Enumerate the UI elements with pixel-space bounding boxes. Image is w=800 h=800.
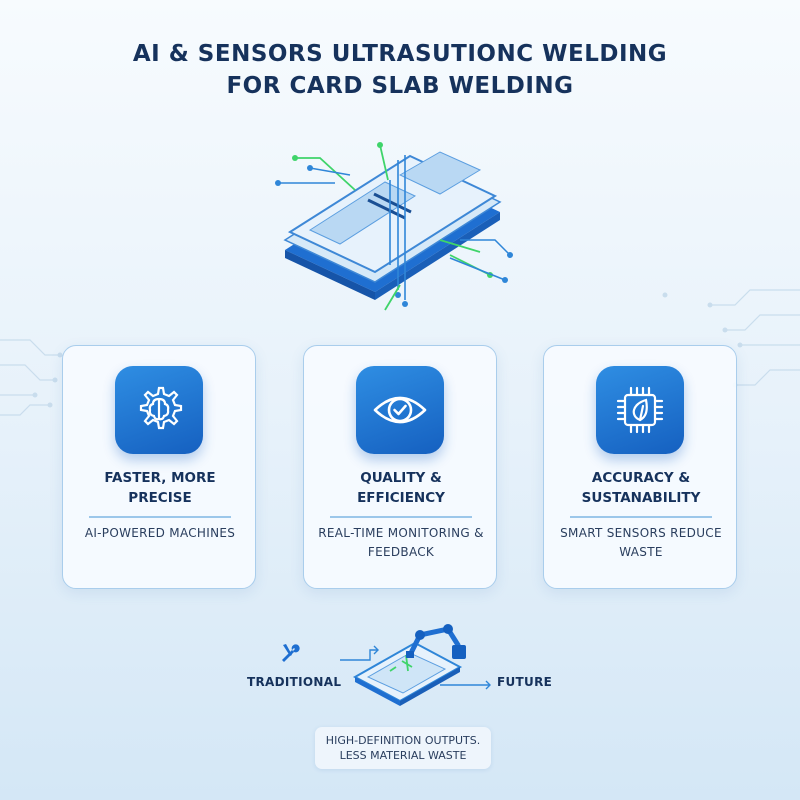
card-description: AI-POWERED MACHINES bbox=[84, 526, 236, 540]
card-description: REAL-TIME MONITORING & FEEDBACK bbox=[318, 526, 484, 559]
chip-leaf-icon bbox=[596, 366, 684, 454]
feature-card-accuracy: ACCURACY & SUSTANABILITY SMART SENSORS R… bbox=[543, 345, 737, 589]
card-divider bbox=[89, 516, 231, 518]
future-label: FUTURE bbox=[497, 675, 553, 689]
card-title: QUALITY & EFFICIENCY bbox=[357, 470, 445, 506]
robot-arm-icon bbox=[340, 624, 491, 706]
card-description: SMART SENSORS REDUCE WASTE bbox=[560, 526, 722, 559]
gear-brain-icon bbox=[115, 366, 203, 454]
outputs-note: HIGH-DEFINITION OUTPUTS. LESS MATERIAL W… bbox=[315, 727, 491, 769]
circuit-traces-left-decoration bbox=[0, 339, 63, 416]
feature-card-quality: QUALITY & EFFICIENCY REAL-TIME MONITORIN… bbox=[303, 345, 497, 589]
title-line-2: FOR CARD SLAB WELDING bbox=[226, 73, 574, 99]
welded-card-slab-illustration bbox=[275, 142, 513, 311]
card-divider bbox=[570, 516, 712, 518]
traditional-label: TRADITIONAL bbox=[247, 675, 342, 689]
note-line-2: LESS MATERIAL WASTE bbox=[339, 749, 467, 762]
note-line-1: HIGH-DEFINITION OUTPUTS. bbox=[325, 734, 481, 747]
title-line-1: AI & SENSORS ULTRASUTIONC WELDING bbox=[132, 41, 668, 67]
wrench-screwdriver-icon bbox=[282, 644, 300, 662]
feature-card-faster: FASTER, MORE PRECISE AI-POWERED MACHINES bbox=[62, 345, 256, 589]
card-title: FASTER, MORE PRECISE bbox=[104, 470, 216, 506]
card-divider bbox=[330, 516, 472, 518]
page-title: AI & SENSORS ULTRASUTIONC WELDING FOR CA… bbox=[0, 38, 800, 102]
eye-check-icon bbox=[356, 366, 444, 454]
card-title: ACCURACY & SUSTANABILITY bbox=[581, 470, 701, 506]
